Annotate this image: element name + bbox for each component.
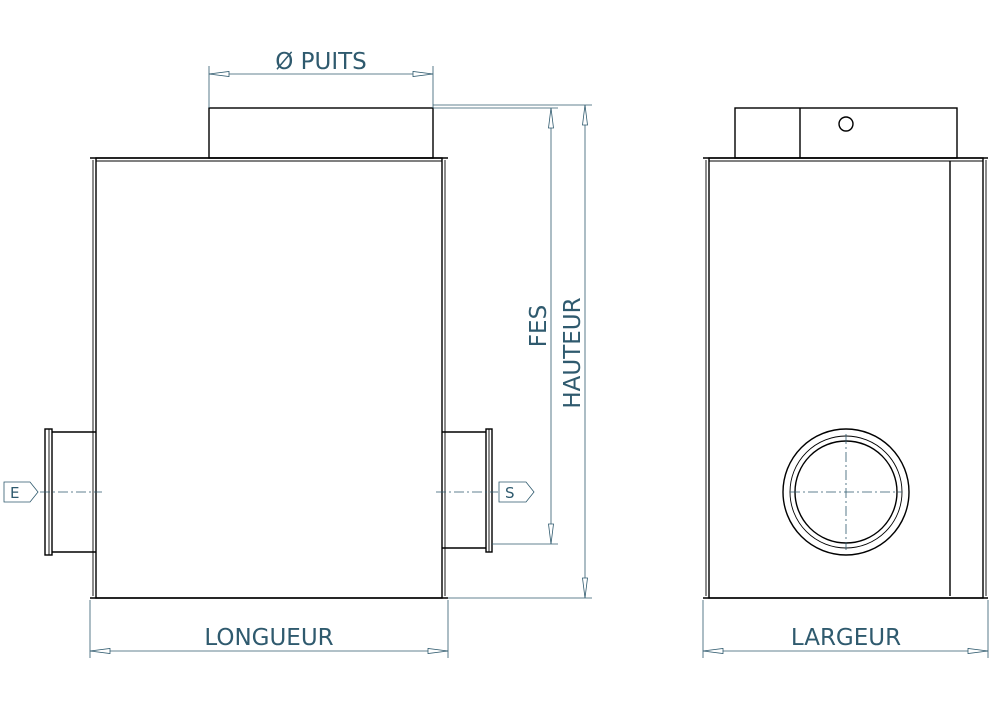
- diameter-dimension: Ø PUITS: [208, 49, 434, 108]
- side-view: LARGEUR: [702, 107, 989, 658]
- outlet-tag: S: [498, 481, 535, 503]
- width-dimension: LARGEUR: [702, 600, 989, 658]
- inlet-label: E: [10, 484, 19, 502]
- diameter-label: Ø PUITS: [275, 49, 367, 75]
- width-label: LARGEUR: [791, 625, 901, 651]
- height-label: HAUTEUR: [560, 297, 586, 408]
- height-dimension: HAUTEUR: [433, 104, 592, 599]
- fes-label: FES: [526, 305, 552, 347]
- fes-dimension: FES: [433, 107, 558, 545]
- outlet-pipe: [442, 428, 493, 553]
- front-body: [95, 157, 443, 599]
- side-shaft: [734, 107, 958, 159]
- length-dimension: LONGUEUR: [89, 600, 449, 658]
- vent-hole: [838, 116, 854, 132]
- outlet-label: S: [505, 484, 515, 502]
- inlet-pipe: [44, 428, 96, 556]
- outlet-opening: [782, 428, 910, 556]
- inlet-tag: E: [3, 481, 39, 503]
- front-view: E S Ø PUITS FES: [3, 49, 592, 658]
- length-label: LONGUEUR: [204, 625, 333, 651]
- front-shaft: [208, 107, 434, 159]
